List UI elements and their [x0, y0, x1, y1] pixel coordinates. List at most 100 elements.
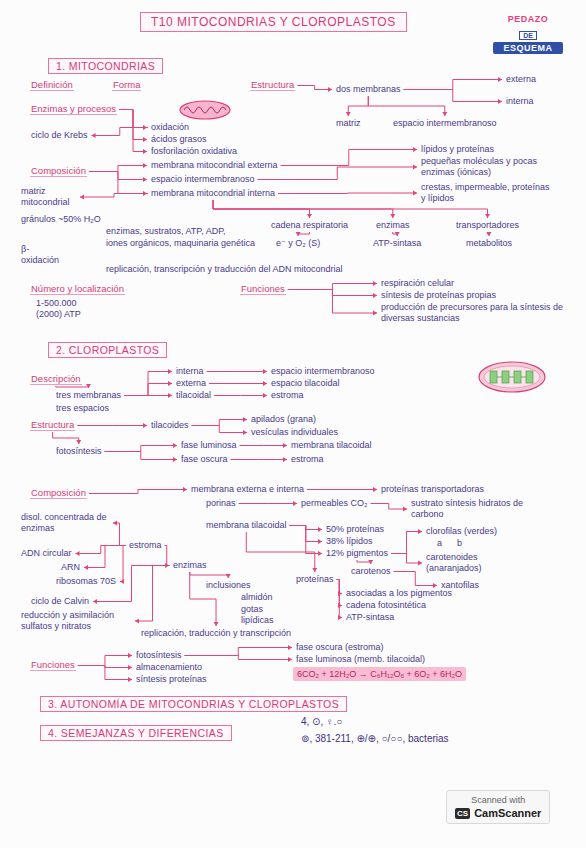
title-text: T10 MITOCONDRIAS Y CLOROPLASTOS: [151, 15, 396, 29]
sec-text: 2. CLOROPLASTOS: [56, 344, 159, 356]
leader-arrow: [89, 172, 147, 194]
note-text: (2000) ATP: [35, 309, 82, 320]
arrow-head: [288, 645, 292, 650]
note-text: interna: [175, 366, 205, 377]
heading-text: Estructura: [30, 420, 75, 431]
arrow-head: [143, 137, 147, 142]
arrow-head: [418, 529, 422, 534]
leader-arrow: [307, 489, 377, 490]
arrow-head: [312, 568, 317, 572]
note-text: ciclo de Calvin: [30, 596, 90, 607]
note-text: vesículas individuales: [250, 427, 339, 438]
note-text: enzimas, sustratos, ATP, ADP,: [105, 226, 227, 237]
heading-text: Número y localización: [30, 284, 125, 295]
arrow-head: [283, 443, 287, 448]
leader-arrow: [288, 284, 377, 290]
arrow-head: [318, 551, 322, 556]
note-text: síntesis proteínas: [135, 674, 208, 685]
arrow-head: [338, 603, 342, 608]
arrow-head: [373, 311, 377, 316]
note-text: espacio intermembranoso: [150, 174, 256, 185]
leader-arrow: [246, 532, 314, 572]
arrow-head: [403, 507, 407, 512]
leader-arrow: [278, 193, 417, 195]
note-text: e⁻ y O₂ (S): [275, 238, 321, 249]
arrow-head: [143, 423, 147, 428]
note-text: externa: [175, 378, 207, 389]
arrow-head: [135, 619, 139, 624]
note-text: matriz: [335, 118, 362, 129]
leader-arrow: [391, 532, 422, 554]
note-text: pequeñas moléculas y pocas enzimas (ióni…: [420, 156, 552, 178]
arrow-head: [243, 430, 247, 435]
arrow-head: [76, 440, 81, 444]
arrow-head: [92, 133, 96, 138]
leader-arrow: [214, 395, 267, 396]
note-text: carotenoides (anaranjados): [425, 552, 527, 574]
arrow-head: [173, 443, 177, 448]
eq-text: 6CO₂ + 12H₂O → C₆H₁₂O₆ + 6O₂ + 6H₂O: [297, 668, 462, 680]
note-text: reducción y asimilación sulfatos y nitra…: [20, 610, 132, 632]
note-text: metabolitos: [465, 238, 513, 249]
note-text: membrana tilacoidal: [290, 440, 373, 451]
arrow-head: [263, 369, 267, 374]
arrow-head: [173, 457, 177, 462]
arrow-head: [418, 561, 422, 566]
arrow-head: [93, 599, 97, 604]
leader-arrow: [297, 86, 332, 90]
note-text: espacio tilacoidal: [270, 378, 341, 389]
leader-arrow: [120, 546, 126, 582]
leader-arrow: [92, 128, 148, 136]
note-text: gránulos ~50% H₂O: [20, 214, 102, 225]
arrow-head: [307, 214, 312, 218]
arrow-head: [487, 232, 492, 236]
leader-arrow: [190, 572, 229, 578]
leader-arrow: [89, 166, 147, 172]
symbol-text: ⊚, 381-211, ⊕/⊕, ○/○○, bacterias: [300, 733, 450, 745]
leader-arrow: [337, 580, 342, 618]
note-text: a: [436, 538, 443, 549]
note-text: 50% proteínas: [325, 524, 385, 535]
note-text: respiración celular: [380, 278, 455, 289]
note-text: replicación, traducción y transcripción: [140, 628, 292, 639]
leader-arrow: [185, 648, 292, 656]
note-text: transportadores: [455, 220, 520, 231]
leader-arrow: [192, 420, 247, 426]
leader-arrow: [53, 432, 79, 444]
arrow-head: [338, 591, 342, 596]
arrow-head: [293, 501, 297, 506]
cam-text: CS: [455, 808, 470, 819]
arrow-head: [283, 457, 287, 462]
leader-arrow: [288, 290, 377, 314]
leader-arrow: [368, 96, 445, 116]
note-text: asociadas a los pigmentos: [345, 588, 453, 599]
arrow-head: [214, 622, 219, 626]
note-text: membrana tilacoidal: [205, 520, 288, 531]
leader-arrow: [404, 90, 502, 102]
note-text: ARN: [60, 562, 81, 573]
arrow-head: [338, 615, 342, 620]
note-text: síntesis de proteínas propias: [380, 290, 497, 301]
sec-text: 1. MITOCONDRIAS: [56, 60, 155, 72]
note-text: fotosíntesis: [55, 446, 103, 457]
leader-arrow: [391, 554, 422, 564]
note-text: cadena respiratoria: [270, 220, 349, 231]
note-text: tres membranas: [55, 390, 122, 401]
note-text: membrana mitocondrial interna: [150, 188, 276, 199]
note-text: ciclo de Krebs: [30, 130, 89, 141]
heading-text: Estructura: [250, 80, 295, 91]
note-text: fase luminosa (memb. tilacoidal): [295, 654, 426, 665]
heading-text: Funciones: [30, 660, 76, 671]
note-text: externa: [505, 74, 537, 85]
leader-arrow: [76, 546, 126, 554]
title-box: T10 MITOCONDRIAS Y CLOROPLASTOS: [140, 12, 407, 32]
note-text: 38% lípidos: [325, 536, 374, 547]
arrow-head: [498, 77, 502, 82]
arrow-head: [86, 384, 91, 388]
note-text: tres espacios: [55, 403, 110, 414]
leader-arrow: [56, 386, 89, 388]
note-text: cadena fotosintética: [345, 600, 427, 611]
arrow-head: [243, 417, 247, 422]
arrow-head: [395, 232, 400, 236]
